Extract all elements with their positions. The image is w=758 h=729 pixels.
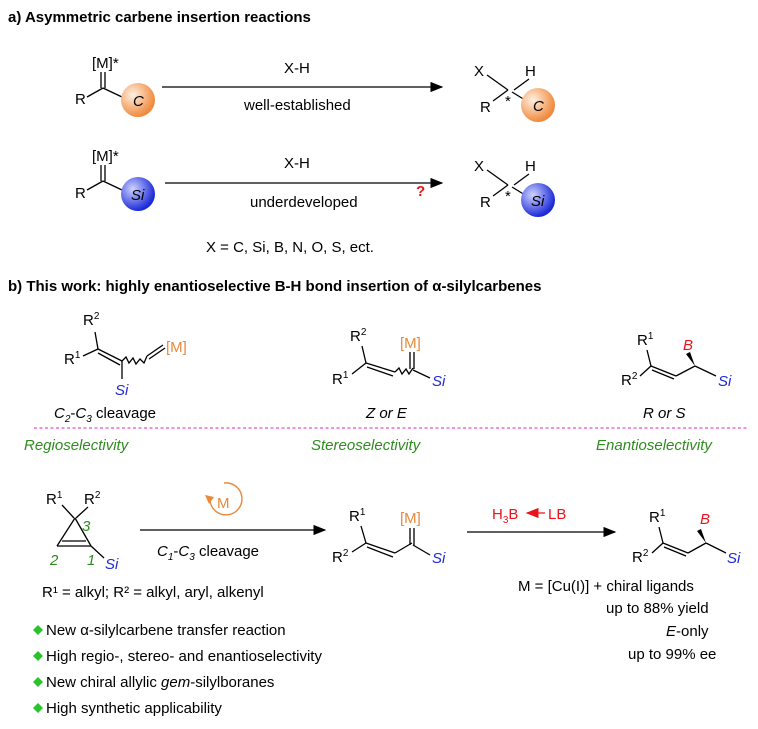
enantio-structure: R1 R2 B Si R or S xyxy=(621,331,732,422)
r2-label: R2 xyxy=(84,490,101,508)
stereoselectivity-label: Stereoselectivity xyxy=(311,437,422,454)
metal-label: [M]* xyxy=(92,148,119,165)
si-label: Si xyxy=(718,373,732,390)
r1-label: R1 xyxy=(649,508,666,526)
metal-label: [M] xyxy=(400,335,421,352)
c-label: C xyxy=(533,98,544,115)
si-label: Si xyxy=(531,193,545,210)
highlight-bullets: New α-silylcarbene transfer reaction Hig… xyxy=(33,622,322,717)
lewis-base-label: LB xyxy=(548,506,566,523)
silicon-sphere xyxy=(121,177,155,211)
substituent-definitions: R¹ = alkyl; R² = alkyl, aryl, alkenyl xyxy=(42,584,264,601)
stereo-star: * xyxy=(505,188,511,205)
allylic-silylborane-product: R1 R2 B Si xyxy=(632,508,741,567)
metal-label: [M] xyxy=(166,339,187,356)
carbon-sphere xyxy=(121,83,155,117)
ring-label-3: 3 xyxy=(82,518,91,535)
catalyst-cycle: M xyxy=(205,482,243,516)
product-si: X H R * Si xyxy=(474,158,555,217)
condition-yield: up to 88% yield xyxy=(606,600,709,617)
r2-label: R2 xyxy=(350,327,367,345)
bullet-item: High synthetic applicability xyxy=(46,700,222,717)
bullet-item: High regio-, stereo- and enantioselectiv… xyxy=(46,648,322,665)
r1-label: R1 xyxy=(349,507,366,525)
si-label: Si xyxy=(432,550,446,567)
condition-ee: up to 99% ee xyxy=(628,646,716,663)
section-b-title: b) This work: highly enantioselective B-… xyxy=(8,278,542,295)
carbene-si-reactant: [M]* R Si xyxy=(75,148,155,211)
section-a-title: a) Asymmetric carbene insertion reaction… xyxy=(8,9,311,26)
condition-catalyst: M = [Cu(I)] + chiral ligands xyxy=(518,578,694,595)
diamond-bullet-icon xyxy=(33,625,43,635)
c1-c3-cleavage-label: C1-C3 cleavage xyxy=(157,543,259,563)
carbene-intermediate: R1 R2 [M] Si xyxy=(332,507,446,567)
question-mark: ? xyxy=(416,183,425,200)
si-label: Si xyxy=(105,556,119,573)
diamond-bullet-icon xyxy=(33,651,43,661)
r-or-s-label: R or S xyxy=(643,405,686,422)
metal-label: [M] xyxy=(400,510,421,527)
underdeveloped-label: underdeveloped xyxy=(250,194,358,211)
carbene-c-reactant: [M]* R C xyxy=(75,55,155,117)
regioselectivity-label: Regioselectivity xyxy=(24,437,130,454)
bullet-item: New chiral allylic gem-silylboranes xyxy=(46,674,274,691)
r2-label: R2 xyxy=(83,311,100,329)
r-label: R xyxy=(75,185,86,202)
ring-label-1: 1 xyxy=(87,552,95,569)
reagent-xh-1: X-H xyxy=(284,60,310,77)
r-label: R xyxy=(75,91,86,108)
h-label: H xyxy=(525,63,536,80)
stereo-structure: R2 R1 [M] Si Z or E xyxy=(332,327,446,422)
silicon-sphere xyxy=(521,183,555,217)
r2-label: R2 xyxy=(621,371,638,389)
bullet-item: New α-silylcarbene transfer reaction xyxy=(46,622,286,639)
r-label: R xyxy=(480,194,491,211)
well-established-label: well-established xyxy=(243,97,351,114)
boron-label: B xyxy=(700,511,710,528)
c2-c3-cleavage-label: C2-C3 cleavage xyxy=(54,405,156,425)
r2-label: R2 xyxy=(632,548,649,566)
borane-reagent: H3B xyxy=(492,506,518,526)
diamond-bullet-icon xyxy=(33,703,43,713)
stereo-star: * xyxy=(505,93,511,110)
z-or-e-label: Z or E xyxy=(365,405,408,422)
diamond-bullet-icon xyxy=(33,677,43,687)
carbon-sphere xyxy=(521,88,555,122)
wavy-bond xyxy=(121,355,148,366)
ring-label-2: 2 xyxy=(49,552,59,569)
cyclopropene-reactant: R1 R2 Si 3 2 1 xyxy=(46,490,119,573)
condition-e-only: E-only xyxy=(666,623,709,640)
x-label: X xyxy=(474,158,484,175)
c-label: C xyxy=(133,93,144,110)
r-label: R xyxy=(480,99,491,116)
r1-label: R1 xyxy=(332,370,349,388)
product-c: X H R * C xyxy=(474,63,555,122)
catalyst-m: M xyxy=(217,495,230,512)
x-label: X xyxy=(474,63,484,80)
r1-label: R1 xyxy=(637,331,654,349)
h-label: H xyxy=(525,158,536,175)
si-label: Si xyxy=(115,382,129,399)
regio-structure: R2 R1 [M] Si C2-C3 cleavage xyxy=(54,311,187,425)
si-label: Si xyxy=(432,373,446,390)
reagent-xh-2: X-H xyxy=(284,155,310,172)
si-label: Si xyxy=(131,187,145,204)
r2-label: R2 xyxy=(332,548,349,566)
x-scope-list: X = C, Si, B, N, O, S, ect. xyxy=(206,239,374,256)
r1-label: R1 xyxy=(46,490,63,508)
enantioselectivity-label: Enantioselectivity xyxy=(596,437,713,454)
si-label: Si xyxy=(727,550,741,567)
cycle-arc xyxy=(209,482,243,516)
metal-label: [M]* xyxy=(92,55,119,72)
r1-label: R1 xyxy=(64,350,81,368)
boron-label: B xyxy=(683,337,693,354)
